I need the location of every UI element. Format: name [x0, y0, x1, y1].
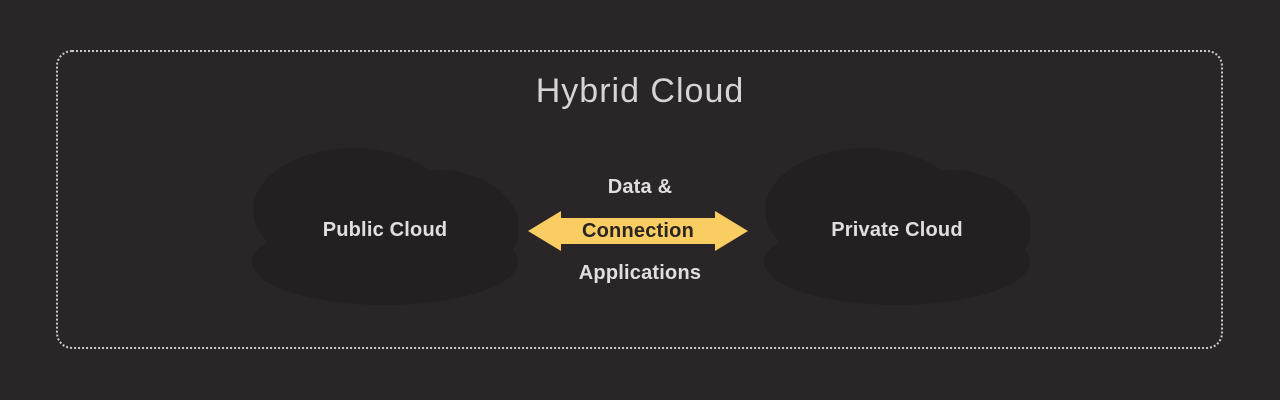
- connection-bottom-label: Applications: [578, 262, 702, 284]
- connection-top-label: Data &: [607, 176, 673, 198]
- private-cloud-label: Private Cloud: [831, 219, 963, 241]
- diagram-title: Hybrid Cloud: [535, 72, 745, 110]
- bidirectional-arrow-icon: [528, 211, 748, 251]
- hybrid-cloud-panel: [56, 50, 1223, 349]
- public-cloud-label: Public Cloud: [322, 219, 448, 241]
- connection-arrow-label: Connection: [582, 220, 694, 242]
- private-cloud-icon: [764, 148, 1031, 305]
- public-cloud-icon: [252, 148, 519, 305]
